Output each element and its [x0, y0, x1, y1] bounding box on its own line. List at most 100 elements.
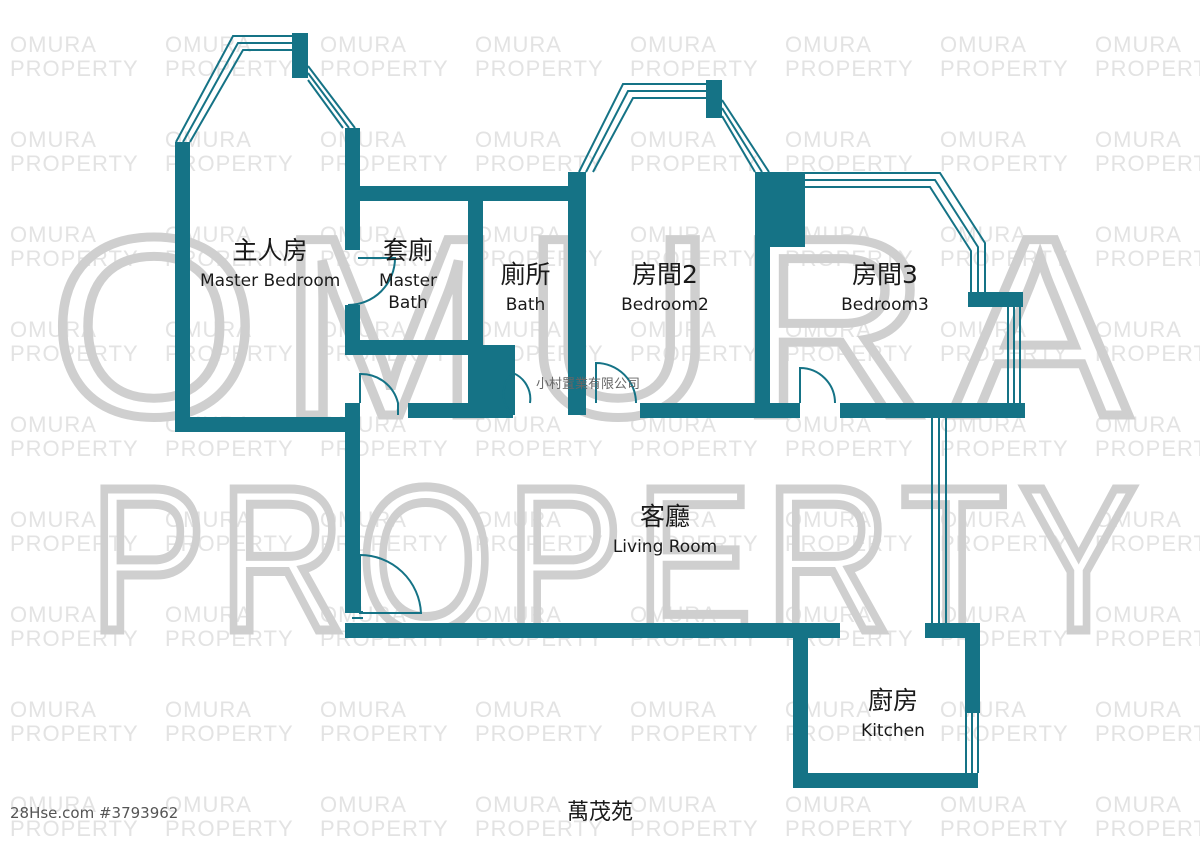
- watermark-tile-line2: PROPERTY: [1095, 56, 1200, 81]
- watermark-tile-line1: OMURA: [10, 602, 97, 627]
- door-master-bath: [347, 257, 397, 306]
- watermark-tile-line1: OMURA: [1095, 222, 1182, 247]
- watermark-tile-line2: PROPERTY: [785, 436, 914, 461]
- door-bedroom2: [595, 361, 637, 404]
- watermark-tile-line1: OMURA: [10, 507, 97, 532]
- watermark-tile-line1: OMURA: [630, 507, 717, 532]
- watermark-tile-line1: OMURA: [940, 602, 1027, 627]
- watermark-tile-line2: PROPERTY: [940, 341, 1069, 366]
- watermark-tile-line2: PROPERTY: [165, 531, 294, 556]
- wall-bed3-south: [840, 403, 1025, 418]
- watermark-tile-line1: OMURA: [940, 32, 1027, 57]
- watermark-tile-line1: OMURA: [320, 222, 407, 247]
- watermark-tile-line2: PROPERTY: [1095, 721, 1200, 746]
- room-bath-zh: 廁所: [500, 260, 551, 289]
- watermark-tile-line1: OMURA: [165, 507, 252, 532]
- watermark-tile-line1: OMURA: [320, 32, 407, 57]
- room-living: 客廳 Living Room: [600, 502, 730, 558]
- watermark-tile-line2: PROPERTY: [320, 531, 449, 556]
- wall-bath-east: [568, 172, 586, 415]
- watermark-tile-line2: PROPERTY: [1095, 246, 1200, 271]
- wall-bed3-south-left: [770, 403, 800, 418]
- room-kitchen-en: Kitchen: [861, 721, 925, 741]
- watermark-tile-line2: PROPERTY: [940, 721, 1069, 746]
- watermark-tile-line1: OMURA: [1095, 602, 1182, 627]
- watermark-tile-line2: PROPERTY: [1095, 341, 1200, 366]
- watermark-tile-line2: PROPERTY: [320, 816, 449, 841]
- watermark-tile-line2: PROPERTY: [630, 436, 759, 461]
- watermark-tile-line1: OMURA: [475, 317, 562, 342]
- watermark-tile-line1: OMURA: [785, 507, 872, 532]
- watermark-tile-line2: PROPERTY: [630, 721, 759, 746]
- room-kitchen: 廚房 Kitchen: [848, 686, 938, 742]
- wall-bed2-bay-post: [706, 80, 722, 118]
- room-master-bath-zh: 套廁: [382, 236, 433, 265]
- watermark-tile-line1: OMURA: [940, 792, 1027, 817]
- watermark-tile-line2: PROPERTY: [785, 246, 914, 271]
- watermark-tile-line1: OMURA: [165, 792, 252, 817]
- wall-bath-north: [345, 186, 580, 201]
- wall-kitchen-east-upper: [965, 623, 980, 713]
- watermark-tile-line2: PROPERTY: [165, 436, 294, 461]
- room-master-bath-en-line2: Bath: [388, 293, 428, 313]
- watermark-tile-line2: PROPERTY: [940, 246, 1069, 271]
- watermark-tile-line2: PROPERTY: [165, 816, 294, 841]
- watermark-tile-line1: OMURA: [10, 222, 97, 247]
- watermark-tile-line1: OMURA: [320, 507, 407, 532]
- door-master-bedroom: [359, 372, 399, 415]
- watermark-tile-line2: PROPERTY: [10, 151, 139, 176]
- watermark-tile-line1: OMURA: [630, 602, 717, 627]
- room-bedroom3-en: Bedroom3: [841, 295, 929, 315]
- room-bath: 廁所 Bath: [488, 260, 563, 316]
- wall-kitchen-west: [793, 638, 808, 788]
- watermark-tile-line2: PROPERTY: [1095, 151, 1200, 176]
- watermark-tile-line2: PROPERTY: [475, 721, 604, 746]
- room-bedroom3: 房間3 Bedroom3: [825, 260, 945, 316]
- watermark-tile-line2: PROPERTY: [320, 721, 449, 746]
- watermark-tile-line2: PROPERTY: [10, 626, 139, 651]
- watermark-tile-line2: PROPERTY: [940, 816, 1069, 841]
- watermark-tile-line2: PROPERTY: [10, 721, 139, 746]
- watermark-tile-line2: PROPERTY: [320, 436, 449, 461]
- watermark-tile-line1: OMURA: [320, 317, 407, 342]
- watermark-tile-line2: PROPERTY: [475, 531, 604, 556]
- wall-bed2-south: [640, 403, 770, 418]
- room-master-bedroom-zh: 主人房: [232, 236, 308, 265]
- watermark-tile-line2: PROPERTY: [1095, 531, 1200, 556]
- listing-source: 28Hse.com #3793962: [10, 804, 179, 822]
- watermark-tile-line1: OMURA: [940, 507, 1027, 532]
- room-bedroom2: 房間2 Bedroom2: [605, 260, 725, 316]
- room-bedroom2-zh: 房間2: [632, 260, 698, 289]
- watermark-tile-line1: OMURA: [785, 792, 872, 817]
- watermark-tile-line2: PROPERTY: [10, 56, 139, 81]
- windows: [175, 35, 1021, 773]
- wall-master-bay-post: [292, 33, 308, 78]
- walls: [175, 33, 1025, 788]
- watermark-tile-line1: OMURA: [940, 317, 1027, 342]
- wall-kitchen-south: [793, 773, 978, 788]
- watermark-tile-line1: OMURA: [165, 697, 252, 722]
- watermark-large-line2: PROPERTY: [90, 445, 1150, 674]
- watermark-tile-line2: PROPERTY: [475, 816, 604, 841]
- room-bedroom3-zh: 房間3: [852, 260, 918, 289]
- door-bath: [502, 371, 532, 416]
- watermark-tile-line2: PROPERTY: [630, 341, 759, 366]
- watermark-tile-line2: PROPERTY: [785, 56, 914, 81]
- watermark-tile-line1: OMURA: [1095, 412, 1182, 437]
- room-master-bedroom: 主人房 Master Bedroom: [200, 236, 340, 292]
- watermark-tile-line2: PROPERTY: [785, 151, 914, 176]
- watermark-tile-line1: OMURA: [320, 127, 407, 152]
- watermark-tile-line1: OMURA: [1095, 697, 1182, 722]
- watermark-tile-line1: OMURA: [785, 317, 872, 342]
- watermark-tile-line2: PROPERTY: [10, 816, 139, 841]
- wall-master-south: [175, 417, 360, 432]
- watermark-tile-line1: OMURA: [1095, 127, 1182, 152]
- watermark-tile-line1: OMURA: [1095, 507, 1182, 532]
- watermark-tile-line1: OMURA: [320, 697, 407, 722]
- watermark-tile-line1: OMURA: [165, 602, 252, 627]
- watermark-tile-line1: OMURA: [630, 127, 717, 152]
- watermark-tile-line2: PROPERTY: [940, 56, 1069, 81]
- wall-entry-west: [345, 403, 360, 613]
- wall-bed3-bay-ledge: [968, 292, 1023, 307]
